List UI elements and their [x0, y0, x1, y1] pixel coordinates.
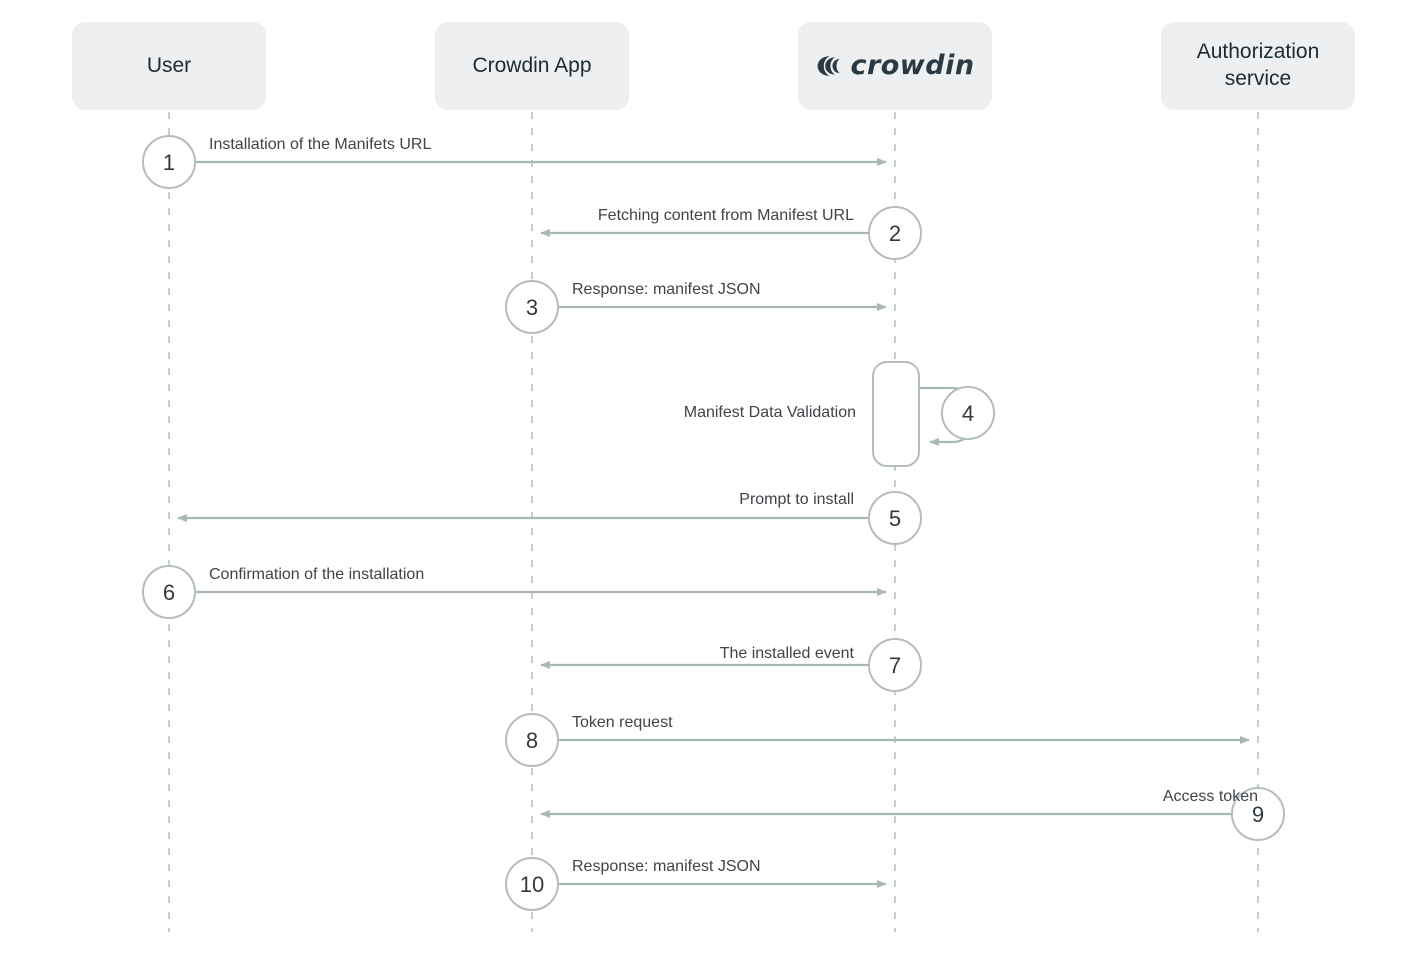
- actor-header-crowdin-app[interactable]: Crowdin App: [435, 22, 629, 110]
- message-label-1: Installation of the Manifets URL: [209, 136, 432, 153]
- step-circle-9: [1231, 787, 1285, 841]
- step-circle-1: [142, 135, 196, 189]
- message-arrow-8: [505, 713, 1250, 767]
- message-arrow-3: [505, 280, 887, 334]
- message-label-5: Prompt to install: [739, 491, 854, 508]
- actor-label-user: User: [146, 53, 192, 77]
- crowdin-logo: crowdin: [815, 49, 974, 84]
- step-number-3: 3: [525, 295, 539, 320]
- step-number-2: 2: [888, 221, 902, 246]
- step-number-1: 1: [162, 150, 176, 175]
- step-number-6: 6: [162, 580, 176, 605]
- message-label-8: Token request: [572, 714, 673, 731]
- step-number-8: 8: [525, 728, 539, 753]
- step-circle-3: [505, 280, 559, 334]
- lifelines: [168, 112, 1259, 932]
- crowdin-swirl-icon: [818, 56, 841, 76]
- message-label-4: Manifest Data Validation: [683, 404, 856, 421]
- actor-header-authorization-service[interactable]: Authorization service: [1161, 22, 1355, 110]
- step-number-10: 10: [519, 872, 545, 897]
- message-arrow-10: [505, 857, 887, 911]
- message-arrow-7: [540, 638, 922, 692]
- step-number-5: 5: [888, 506, 902, 531]
- step-circle-5: [868, 491, 922, 545]
- message-label-3: Response: manifest JSON: [572, 281, 761, 298]
- step-circle-4: [941, 386, 995, 440]
- activation-box-crowdin: [872, 361, 920, 467]
- step-circle-7: [868, 638, 922, 692]
- step-circle-6: [142, 565, 196, 619]
- step-number-9: 9: [1251, 802, 1265, 827]
- actor-header-crowdin[interactable]: crowdin: [798, 22, 992, 110]
- message-arrow-5: [177, 491, 922, 545]
- step-number-4: 4: [961, 401, 975, 426]
- step-circle-8: [505, 713, 559, 767]
- message-arrow-2: [540, 206, 922, 260]
- step-circle-10: [505, 857, 559, 911]
- message-label-2: Fetching content from Manifest URL: [597, 207, 854, 224]
- message-label-6: Confirmation of the installation: [209, 566, 425, 583]
- crowdin-logo-text: crowdin: [850, 49, 975, 81]
- message-label-7: The installed event: [719, 645, 854, 662]
- actor-header-user[interactable]: User: [72, 22, 266, 110]
- step-circle-2: [868, 206, 922, 260]
- message-arrow-9: [540, 787, 1285, 841]
- message-label-10: Response: manifest JSON: [572, 858, 761, 875]
- actor-label-crowdin-app: Crowdin App: [472, 53, 592, 77]
- step-number-7: 7: [888, 653, 902, 678]
- message-selfcall-4: [872, 361, 995, 467]
- actor-label-authorization-service: Authorization service: [1196, 40, 1320, 90]
- message-arrow-1: [142, 135, 887, 189]
- message-label-9: Access token: [1162, 788, 1258, 805]
- message-arrow-6: [142, 565, 887, 619]
